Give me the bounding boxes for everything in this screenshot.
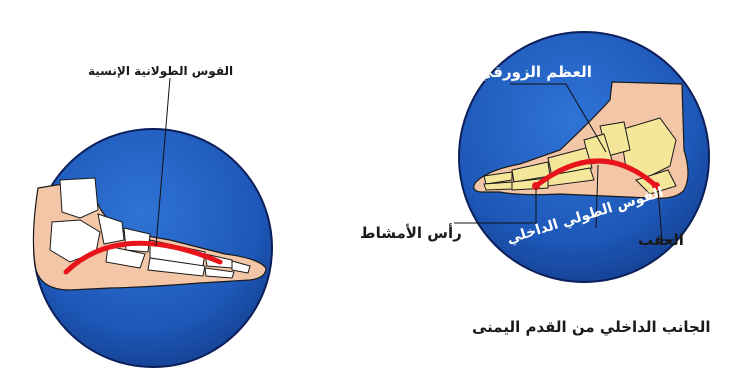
- metatarsal-head-label: رأس الأمشاط: [360, 224, 462, 242]
- diagram-caption: الجانب الداخلي من القدم اليمنى: [472, 318, 711, 336]
- heel-label: العقب: [638, 231, 684, 249]
- left-foot-panel: [33, 78, 272, 367]
- navicular-label: العظم الزورقي: [478, 63, 592, 81]
- left-arch-label: القوس الطولانية الإنسية: [88, 64, 233, 78]
